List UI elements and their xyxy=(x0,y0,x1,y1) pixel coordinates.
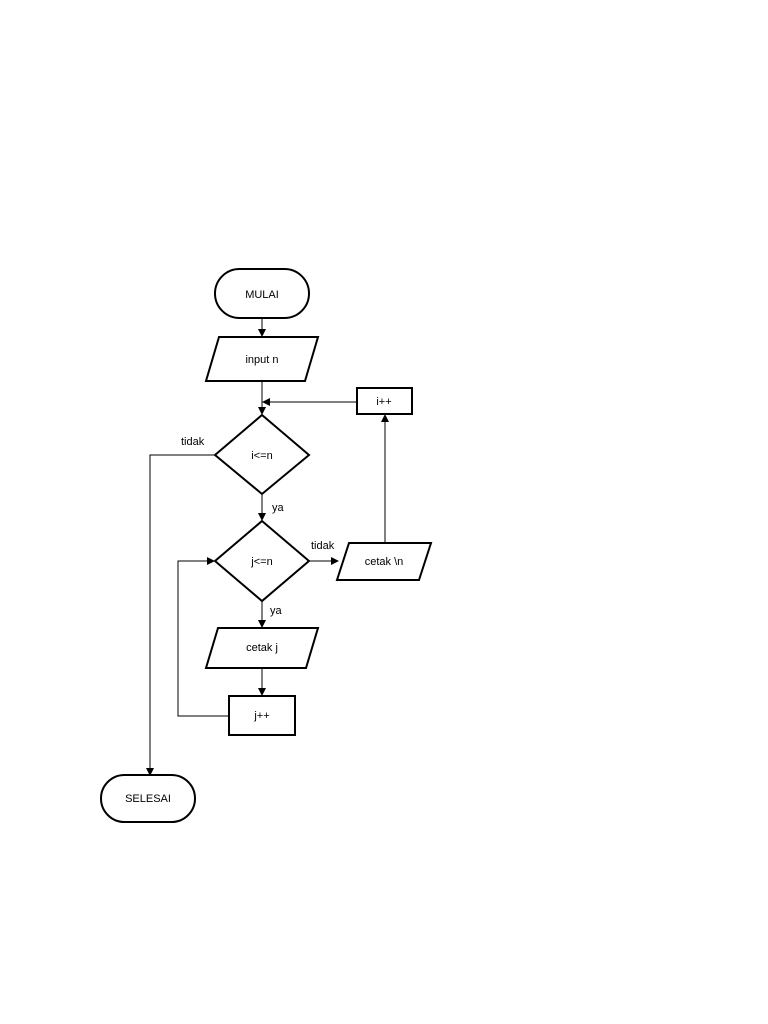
edge-label-i-true: ya xyxy=(272,502,285,514)
node-cond-i: i<=n xyxy=(213,413,311,496)
connectors xyxy=(146,318,389,776)
node-cond-j-label: j<=n xyxy=(250,556,272,568)
node-cond-i-label: i<=n xyxy=(251,450,272,462)
edge-label-j-true: ya xyxy=(270,605,283,617)
arrow-inc-j-to-cond-j xyxy=(177,557,229,717)
edge-label-j-false: tidak xyxy=(311,540,335,552)
node-inc-i-label: i++ xyxy=(376,396,391,408)
node-print-newline-label: cetak \n xyxy=(365,556,404,568)
node-start-label: MULAI xyxy=(245,289,279,301)
node-cond-j: j<=n xyxy=(213,519,311,603)
edge-label-i-false: tidak xyxy=(181,436,205,448)
node-print-newline: cetak \n xyxy=(335,542,433,581)
node-inc-j-label: j++ xyxy=(253,710,269,722)
node-print-j: cetak j xyxy=(204,627,320,669)
node-input-label: input n xyxy=(245,354,278,366)
node-end-label: SELESAI xyxy=(125,793,171,805)
node-inc-j: j++ xyxy=(228,695,296,736)
node-print-j-label: cetak j xyxy=(246,642,278,654)
node-input: input n xyxy=(204,336,320,382)
node-inc-i: i++ xyxy=(356,387,413,415)
node-start: MULAI xyxy=(214,268,310,319)
node-end: SELESAI xyxy=(100,774,196,823)
arrow-cond-i-false-to-end xyxy=(146,454,215,776)
